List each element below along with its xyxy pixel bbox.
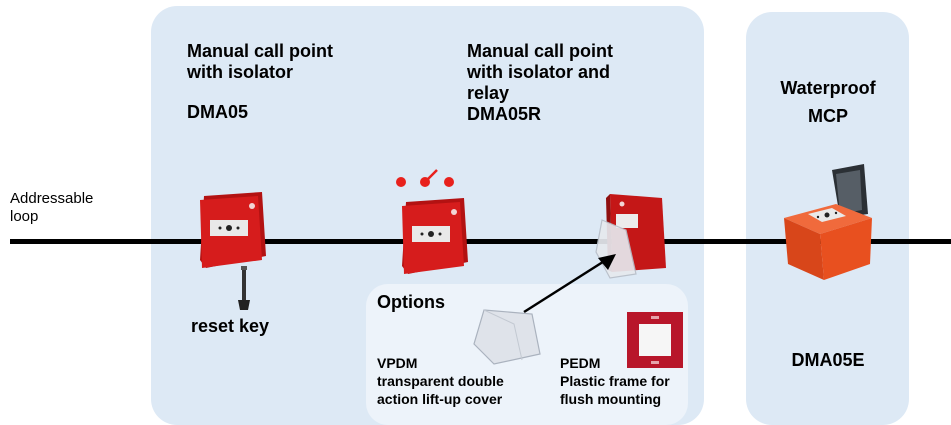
vpdm-desc-line: action lift-up cover	[377, 391, 503, 407]
vpdm-label: VPDM transparent double action lift-up c…	[377, 354, 504, 408]
device-relay-code: DMA05R	[467, 104, 542, 124]
pedm-frame-image	[626, 311, 684, 369]
addressable-loop-line	[10, 239, 951, 244]
device-isolator-title: Manual call point with isolator	[187, 41, 333, 83]
pedm-label: PEDM Plastic frame for flush mounting	[560, 354, 670, 408]
call-point-dma05r-image	[398, 196, 470, 276]
call-point-dma05-image	[196, 190, 268, 270]
relay-symbol-icon	[392, 168, 458, 192]
title-line: relay	[467, 83, 510, 103]
vpdm-cover-image	[470, 304, 542, 366]
waterproof-call-point-image	[780, 160, 878, 284]
loop-label-line2: loop	[10, 208, 39, 225]
title-line: Waterproof	[780, 78, 876, 98]
title-line: Manual call point	[467, 41, 614, 61]
reset-key-label: reset key	[191, 316, 270, 336]
title-line: MCP	[808, 106, 848, 126]
waterproof-code: DMA05E	[791, 350, 865, 370]
arrow-icon	[520, 250, 620, 316]
device-relay-title: Manual call point with isolator and rela…	[467, 41, 613, 125]
pedm-code: PEDM	[560, 355, 601, 371]
loop-label-line1: Addressable	[10, 190, 94, 207]
options-heading: Options	[377, 292, 445, 312]
loop-label: Addressable loop	[10, 190, 93, 226]
title-line: with isolator and	[467, 62, 611, 82]
waterproof-title: Waterproof MCP	[770, 78, 886, 127]
title-line: Manual call point	[187, 41, 334, 61]
reset-key-icon	[236, 266, 252, 312]
pedm-desc-line: flush mounting	[560, 391, 662, 407]
vpdm-code: VPDM	[377, 355, 418, 371]
device-isolator-code: DMA05	[187, 102, 249, 122]
pedm-desc-line: Plastic frame for	[560, 373, 670, 389]
vpdm-desc-line: transparent double	[377, 373, 504, 389]
title-line: with isolator	[187, 62, 294, 82]
